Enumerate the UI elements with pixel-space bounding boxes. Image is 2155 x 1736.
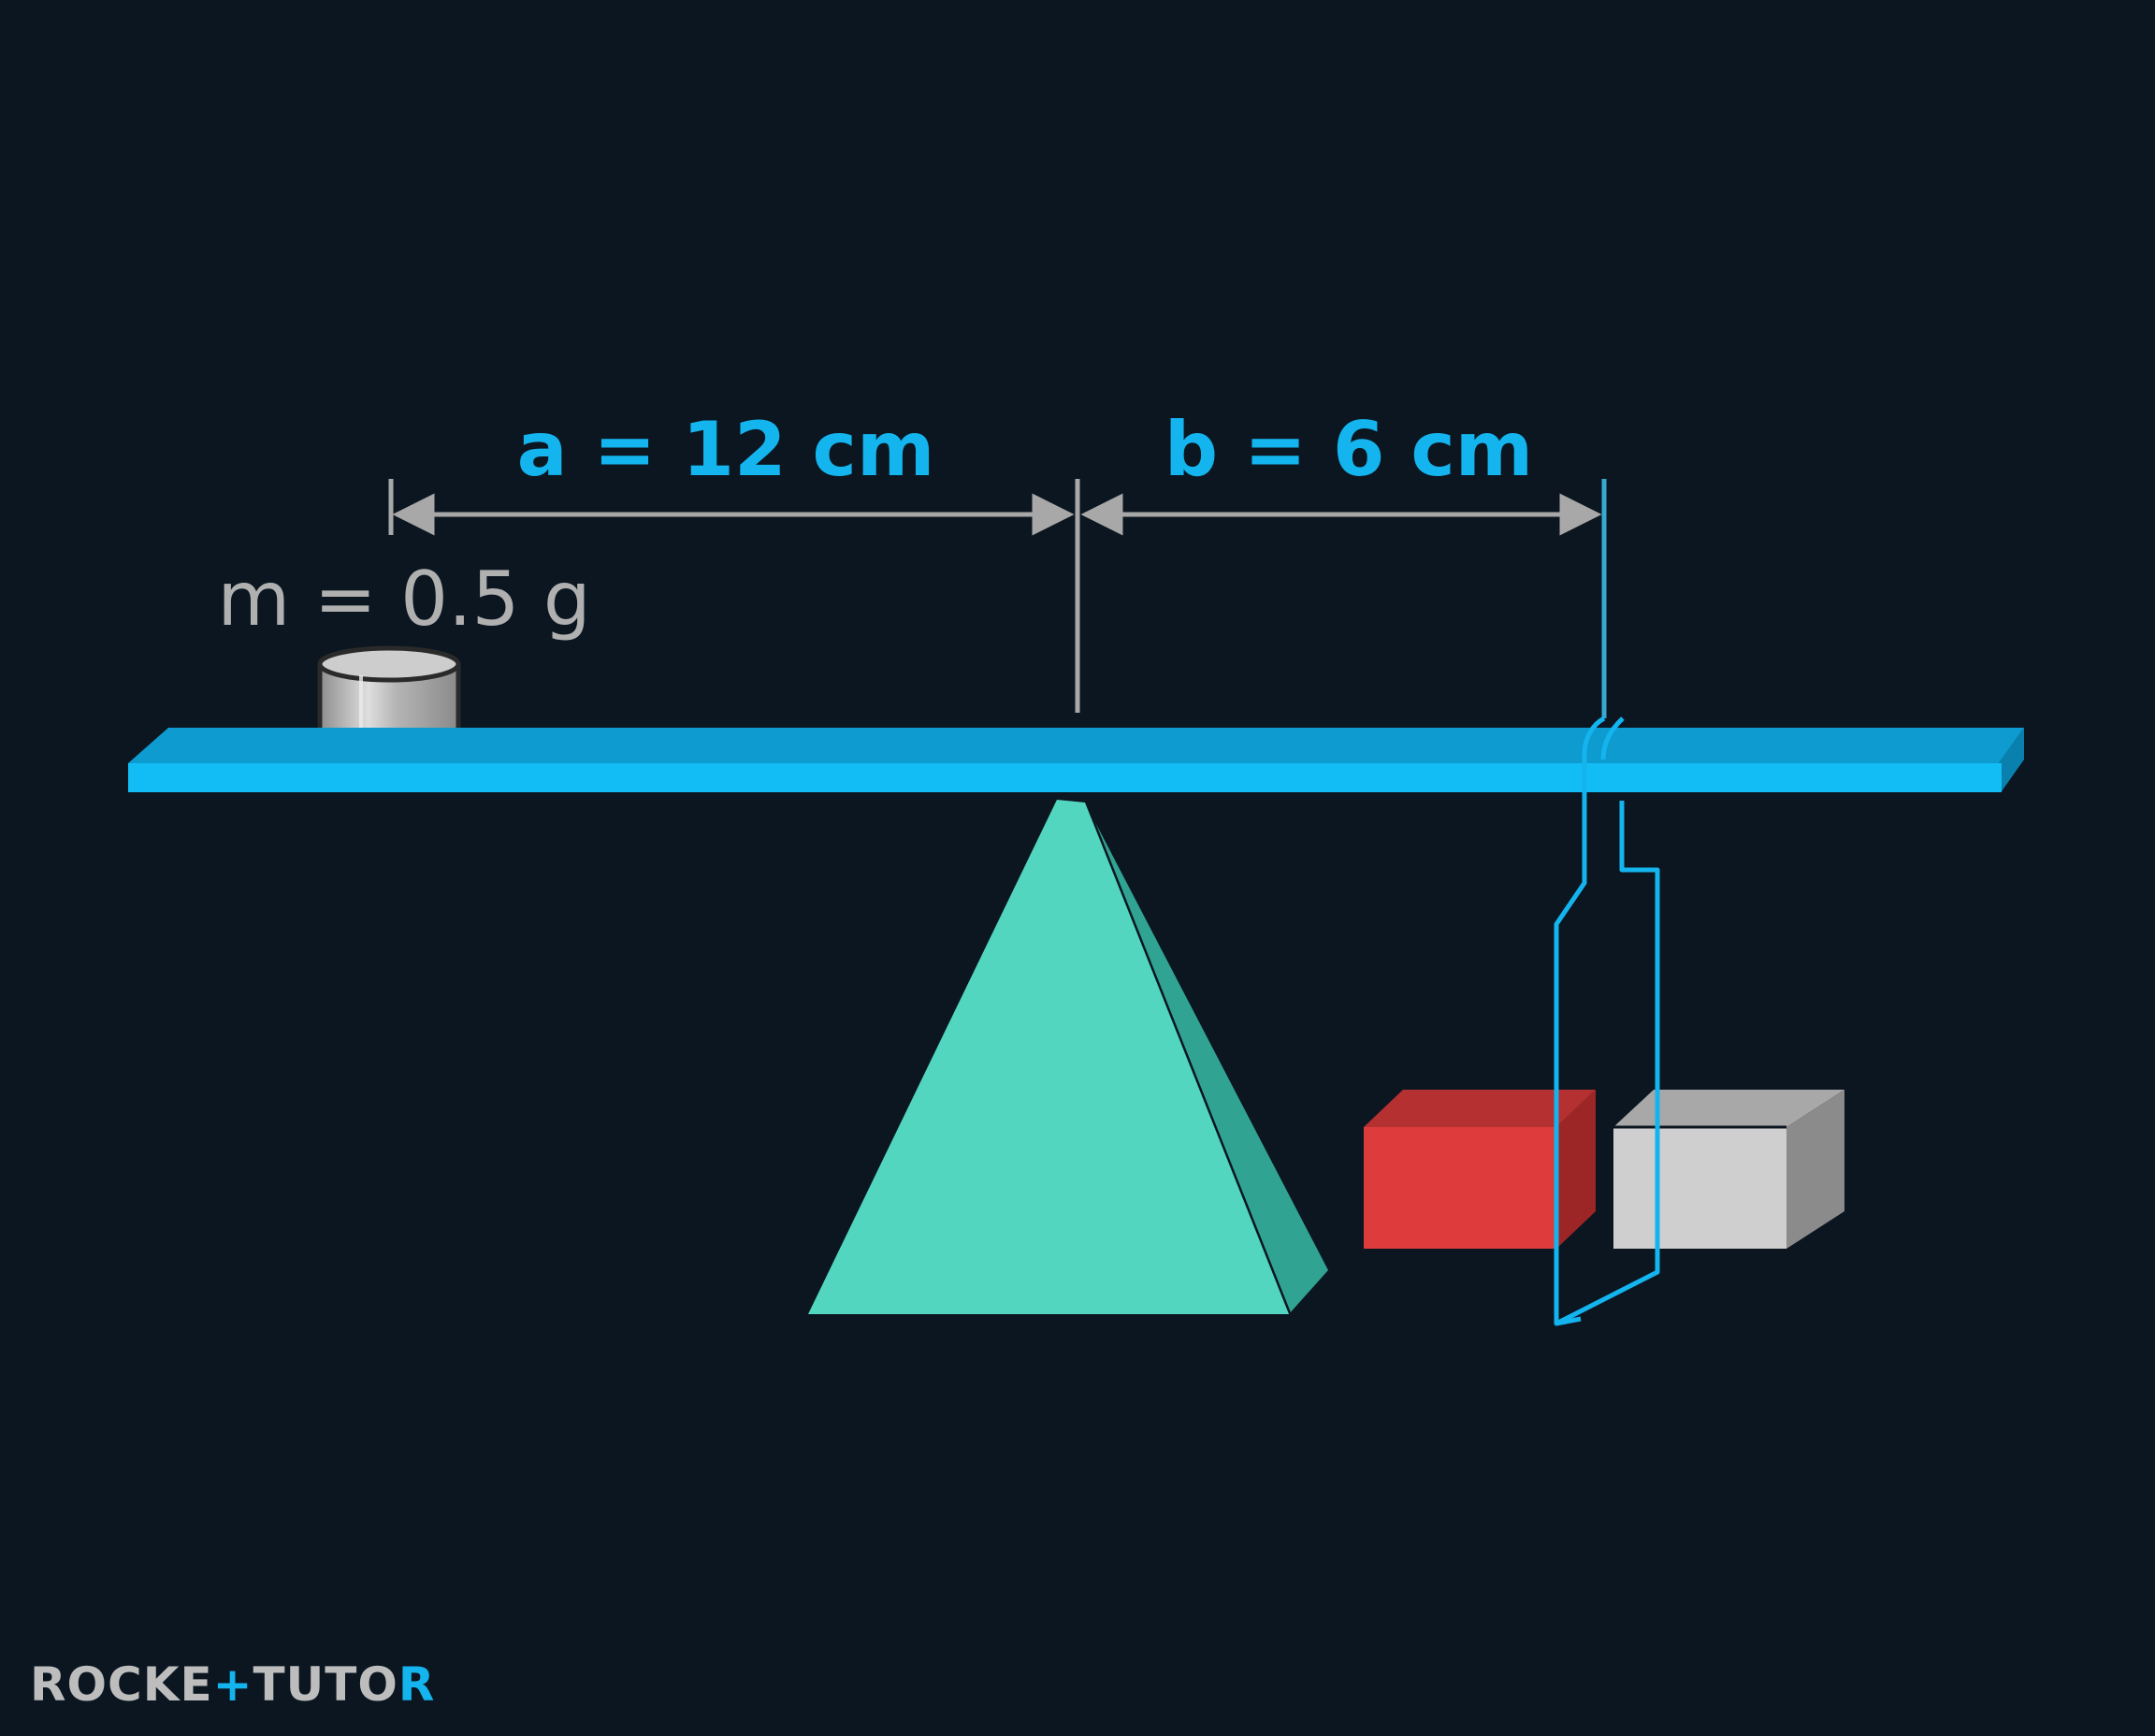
logo-text-tuto: TUTO xyxy=(253,1657,398,1712)
label-mass: m = 0.5 g xyxy=(217,556,590,643)
label-distance-b: b = 6 cm xyxy=(1164,406,1533,493)
logo-text-r: R xyxy=(398,1657,436,1712)
lever-beam xyxy=(128,728,2024,792)
logo-text-rocke: ROCKE xyxy=(30,1657,213,1712)
hanger-front xyxy=(1554,1085,1660,1324)
rocketutor-logo: ROCKE+TUTOR xyxy=(30,1657,435,1712)
red-block xyxy=(1364,1090,1596,1249)
fulcrum-triangle xyxy=(808,800,1328,1315)
svg-text:ROCKE+TUTOR: ROCKE+TUTOR xyxy=(30,1657,435,1712)
gray-block xyxy=(1613,1090,1844,1249)
dimension-lines xyxy=(388,479,1607,718)
hanger-hook xyxy=(1554,716,1660,1326)
label-distance-a: a = 12 cm xyxy=(517,406,935,493)
logo-text-plus: + xyxy=(213,1657,253,1712)
